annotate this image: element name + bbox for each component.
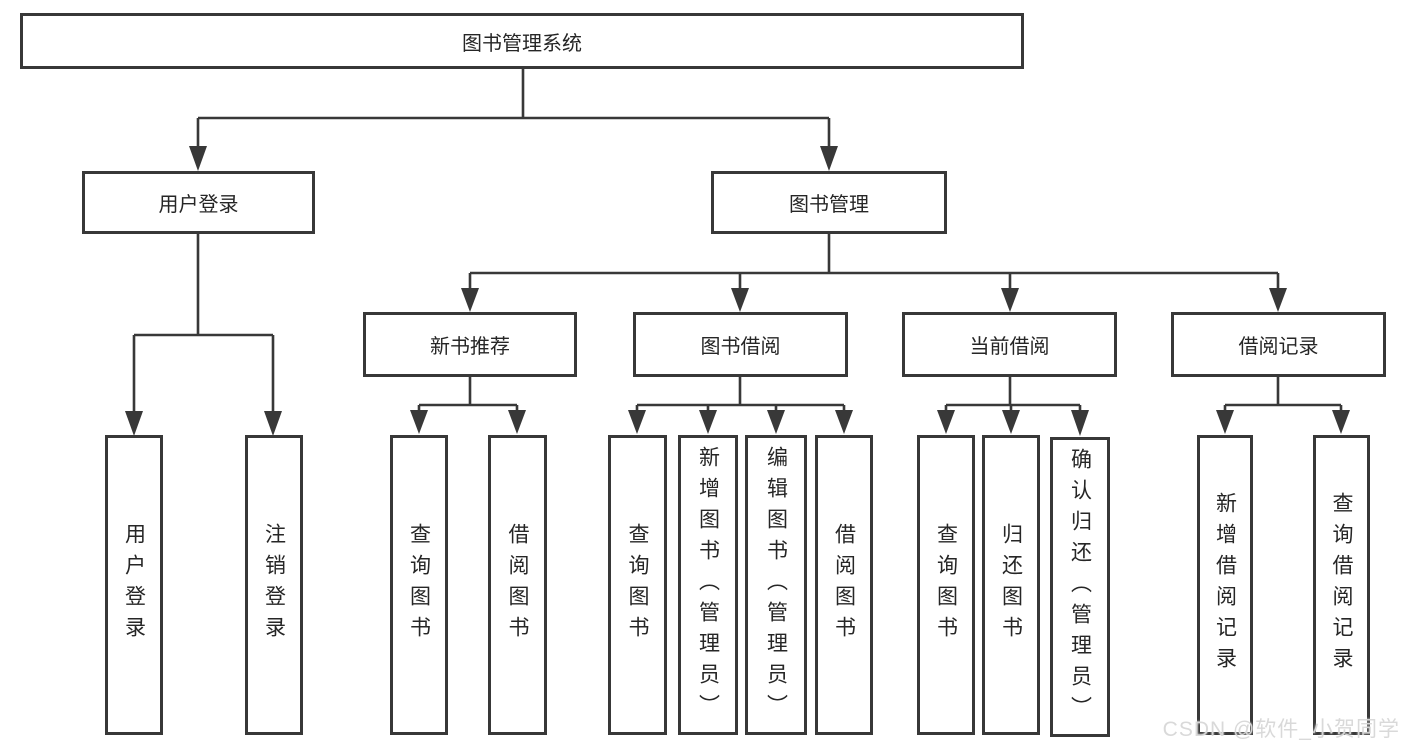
node-book-management: 图书管理	[711, 171, 947, 234]
node-leaf-add-borrow-record: 新增借阅记录	[1197, 435, 1253, 735]
node-label: 查询借阅记录	[1330, 492, 1353, 678]
node-label: 查询图书	[934, 523, 958, 647]
node-leaf-borrow-books: 借阅图书	[815, 435, 873, 735]
node-leaf-borrow-books-recommend: 借阅图书	[488, 435, 547, 735]
node-label: 用户登录	[122, 523, 146, 647]
node-leaf-logout: 注销登录	[245, 435, 303, 735]
node-label: 新增借阅记录	[1213, 492, 1237, 678]
node-leaf-query-books-borrow: 查询图书	[608, 435, 667, 735]
csdn-watermark: CSDN @软件_小贺同学	[1162, 718, 1400, 741]
node-label: 编辑图书（管理员）	[764, 445, 788, 725]
node-root-system: 图书管理系统	[20, 13, 1024, 69]
arrowheads	[125, 146, 1350, 436]
node-current-borrowing: 当前借阅	[902, 312, 1117, 377]
node-leaf-user-login: 用户登录	[105, 435, 163, 735]
node-label: 借阅图书	[832, 523, 856, 647]
node-leaf-add-book-admin: 新增图书（管理员）	[678, 435, 738, 735]
node-leaf-edit-book-admin: 编辑图书（管理员）	[745, 435, 807, 735]
node-label: 借阅图书	[506, 523, 529, 647]
node-leaf-query-books-current: 查询图书	[917, 435, 975, 735]
node-user-login: 用户登录	[82, 171, 315, 234]
node-book-borrowing: 图书借阅	[633, 312, 848, 377]
node-new-book-recommend: 新书推荐	[363, 312, 577, 377]
node-borrowing-records: 借阅记录	[1171, 312, 1386, 377]
node-leaf-query-books-recommend: 查询图书	[390, 435, 448, 735]
node-leaf-confirm-return-admin: 确认归还（管理员）	[1050, 437, 1110, 737]
node-leaf-return-book: 归还图书	[982, 435, 1040, 735]
node-label: 确认归还（管理员）	[1068, 447, 1092, 727]
node-label: 注销登录	[262, 523, 286, 647]
node-leaf-query-borrow-record: 查询借阅记录	[1313, 435, 1370, 735]
node-label: 查询图书	[626, 523, 649, 647]
node-label: 归还图书	[999, 523, 1023, 647]
node-label: 新增图书（管理员）	[696, 445, 720, 725]
node-label: 查询图书	[407, 523, 431, 647]
